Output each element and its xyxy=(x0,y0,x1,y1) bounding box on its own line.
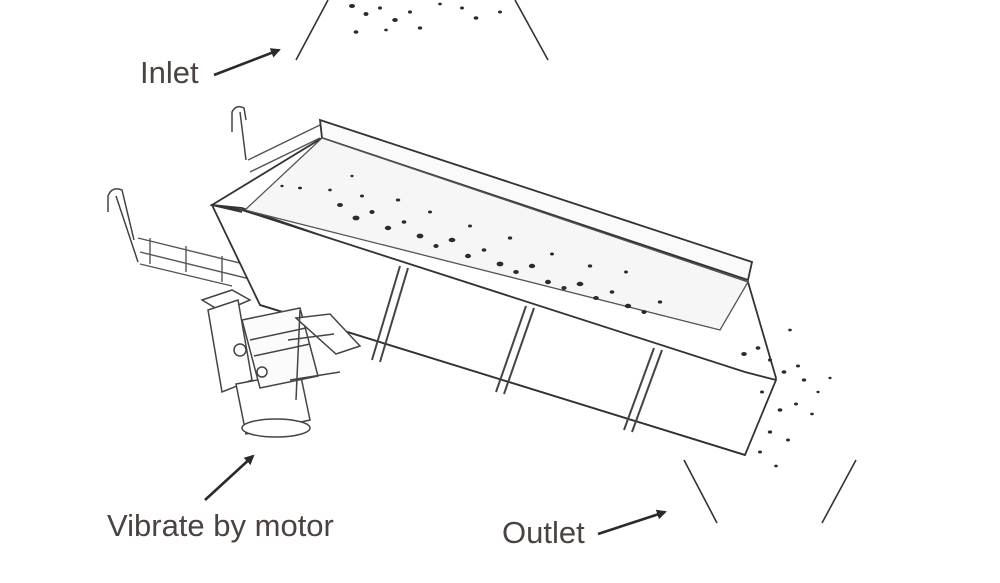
inlet-label: Inlet xyxy=(140,55,199,90)
inlet-falling-material xyxy=(349,2,502,34)
outlet-arrow xyxy=(597,509,667,536)
feeder-trough xyxy=(209,118,778,457)
vibration-motor xyxy=(200,289,362,438)
vibrate-by-motor-label: Vibrate by motor xyxy=(107,508,334,543)
outlet-falling-material xyxy=(741,328,832,468)
inlet-hopper xyxy=(295,0,549,61)
outlet-chute xyxy=(683,459,857,524)
stiffener-ribs xyxy=(371,265,663,433)
outlet-label: Outlet xyxy=(502,515,585,550)
callout-arrows xyxy=(204,48,667,536)
inlet-arrow xyxy=(213,48,281,77)
motor-arrow xyxy=(204,454,255,501)
suspension-hooks xyxy=(107,105,247,263)
material-in-trough xyxy=(280,174,663,314)
